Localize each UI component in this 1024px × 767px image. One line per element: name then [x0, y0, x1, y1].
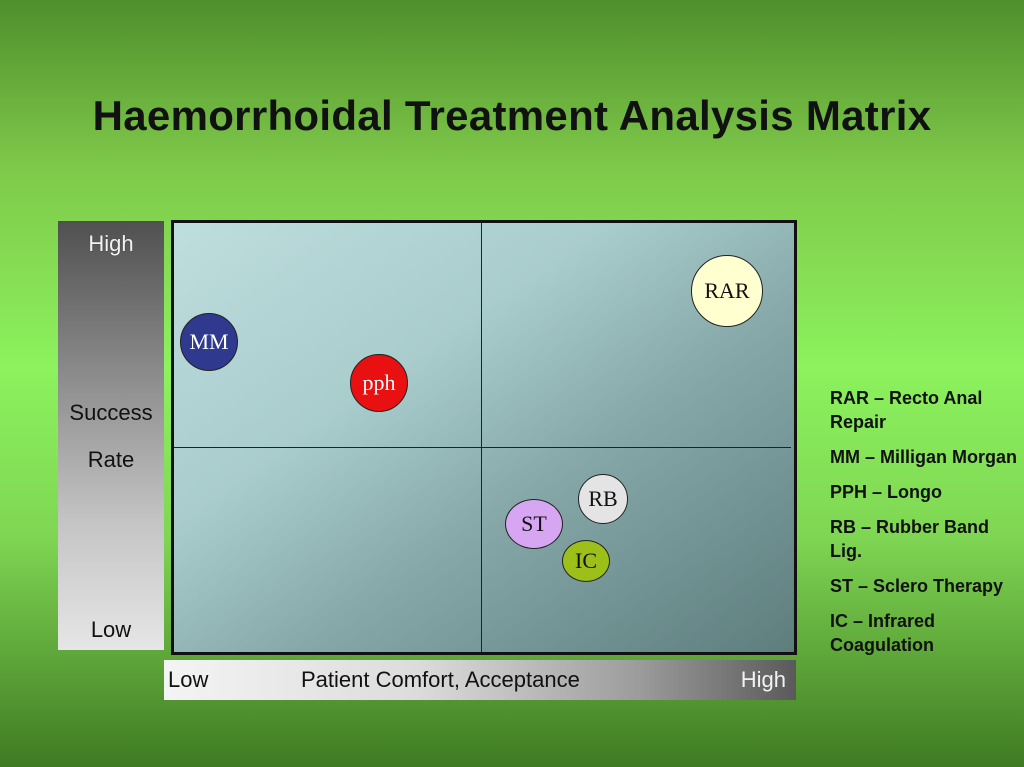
page-title: Haemorrhoidal Treatment Analysis Matrix — [92, 92, 932, 139]
y-axis-low-label: Low — [90, 617, 132, 642]
x-axis-bar: Low Patient Comfort, Acceptance High — [164, 660, 796, 700]
bubble-rb-label: RB — [588, 486, 618, 511]
bubble-ic: IC — [562, 540, 610, 582]
bubble-mm: MM — [180, 313, 238, 371]
y-axis-label-line1: Success — [69, 400, 153, 425]
legend-item-pph: PPH – Longo — [830, 482, 942, 502]
legend-item-rar: RAR – Recto Anal Repair — [830, 388, 983, 432]
y-axis-bar: High Success Rate Low — [58, 221, 164, 650]
legend-item-st: ST – Sclero Therapy — [830, 576, 1004, 596]
bubble-st-label: ST — [521, 511, 547, 536]
bubble-rar-label: RAR — [704, 278, 750, 303]
bubble-mm-label: MM — [189, 329, 229, 354]
y-axis-label-line2: Rate — [87, 447, 135, 472]
x-axis-label: Patient Comfort, Acceptance — [301, 667, 580, 692]
matrix-horizontal-divider — [174, 447, 791, 448]
x-axis-low-label: Low — [168, 667, 209, 692]
bubble-rb: RB — [578, 474, 628, 524]
legend: RAR – Recto Anal Repair MM – Milligan Mo… — [830, 386, 1020, 668]
legend-item-ic: IC – Infrared Coagulation — [830, 611, 936, 655]
bubble-st: ST — [505, 499, 563, 549]
x-axis-high-label: High — [740, 667, 786, 692]
treatment-matrix: RAR MM pph RB ST IC — [171, 220, 797, 655]
bubble-ic-label: IC — [575, 548, 597, 573]
bubble-pph-label: pph — [362, 370, 396, 395]
bubble-rar: RAR — [691, 255, 763, 327]
y-axis-high-label: High — [88, 231, 134, 256]
bubble-pph: pph — [350, 354, 408, 412]
matrix-vertical-divider — [481, 223, 482, 652]
legend-item-rb: RB – Rubber Band Lig. — [830, 517, 990, 561]
legend-item-mm: MM – Milligan Morgan — [830, 447, 1017, 467]
